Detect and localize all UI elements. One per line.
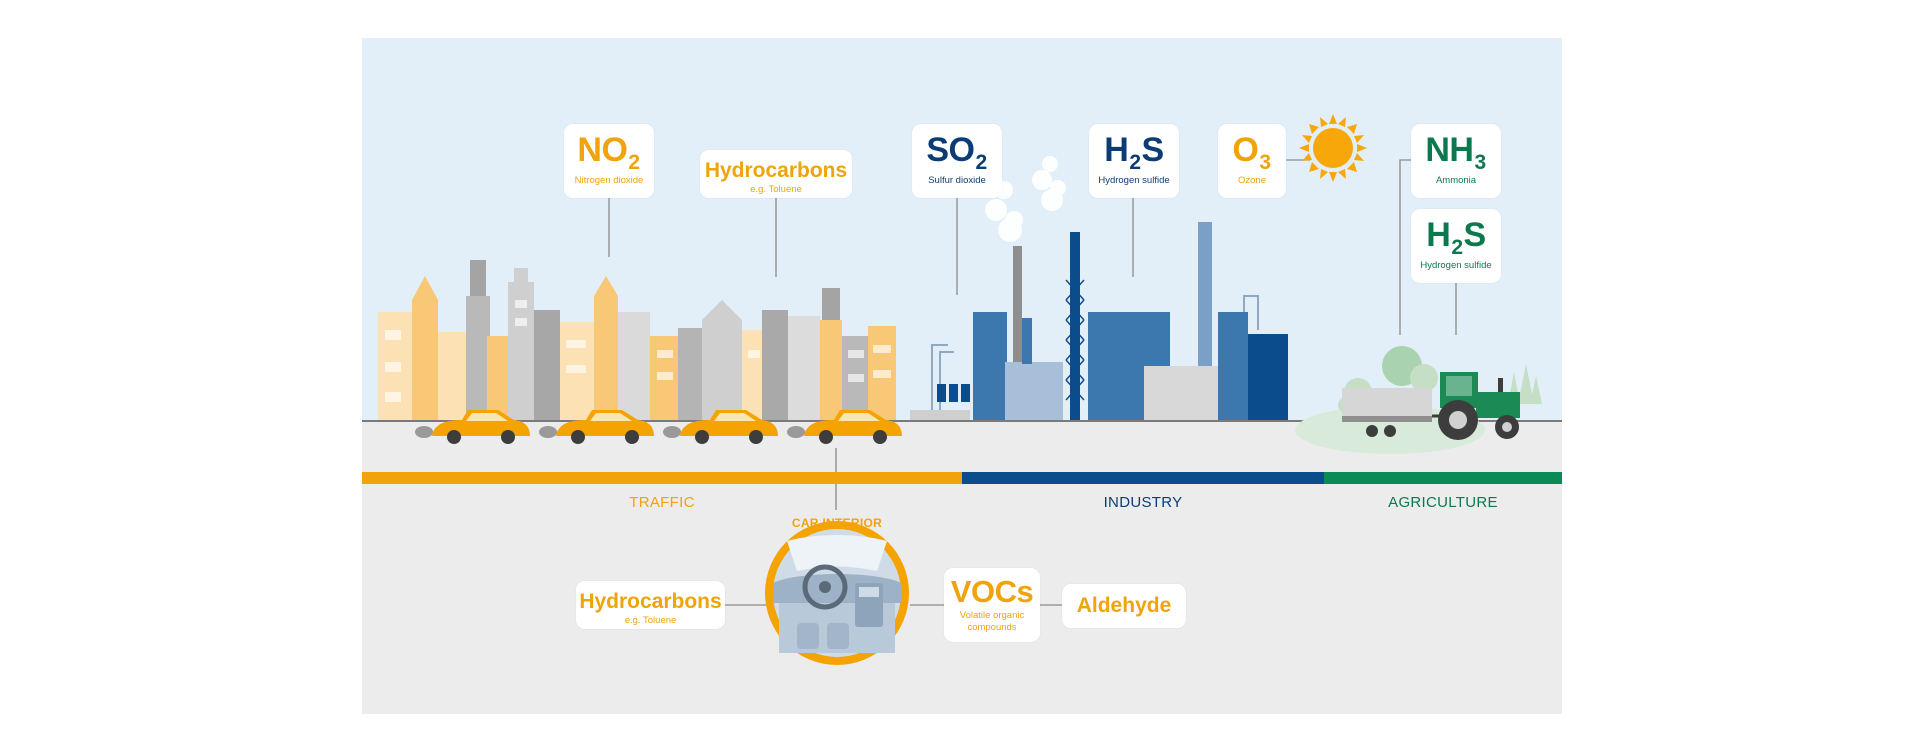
aldehyde-card: Aldehyde [1062,584,1186,628]
hydrocarbons-card: Hydrocarbons e.g. Toluene [700,150,852,198]
vocs-card: VOCs Volatile organic compounds [944,568,1040,642]
hydrocarbons-caption: e.g. Toluene [750,184,802,195]
industry-sector-bar [962,472,1324,484]
so2-caption: Sulfur dioxide [928,175,986,186]
connector-lines [608,159,1457,606]
agriculture-sector-bar [1324,472,1562,484]
tractor-icon [1295,346,1542,454]
h2s-industry-card: H2S Hydrogen sulfide [1089,124,1179,198]
aldehyde-name: Aldehyde [1076,594,1172,617]
agriculture-label: AGRICULTURE [1388,494,1498,511]
vocs-caption-line2: compounds [967,622,1017,633]
h2s-agriculture-formula: H2S [1426,216,1486,259]
interior-hydrocarbons-card: Hydrocarbons e.g. Toluene [576,581,725,629]
traffic-sector-bar [362,472,962,484]
interior-hydrocarbons-caption: e.g. Toluene [624,615,677,626]
car-dashboard-icon [765,521,909,665]
vocs-caption-line1: Volatile organic [959,610,1025,621]
o3-caption: Ozone [1238,175,1266,186]
nh3-caption: Ammonia [1435,175,1477,186]
no2-card: NO2 Nitrogen dioxide [564,124,654,198]
nh3-card: NH3 Ammonia [1411,124,1501,198]
so2-formula: SO2 [926,131,987,174]
city-skyline [378,260,896,420]
no2-formula: NO2 [577,131,640,174]
nh3-formula: NH3 [1425,131,1486,174]
car-interior-label: CAR INTERIOR [791,516,883,530]
interior-hydrocarbons-name: Hydrocarbons [579,590,722,613]
h2s-agriculture-caption: Hydrogen sulfide [1420,260,1492,271]
sun-icon [1299,114,1367,182]
o3-formula: O3 [1232,131,1271,174]
h2s-industry-formula: H2S [1104,131,1164,174]
no2-caption: Nitrogen dioxide [574,175,644,186]
hydrocarbons-name: Hydrocarbons [704,159,848,182]
industry-label: INDUSTRY [1103,494,1183,511]
traffic-label: TRAFFIC [629,494,695,511]
vocs-name: VOCs [950,574,1034,609]
car-icon [415,410,902,444]
h2s-agriculture-card: H2S Hydrogen sulfide [1411,209,1501,283]
o3-card: O3 Ozone [1218,124,1286,198]
h2s-industry-caption: Hydrogen sulfide [1098,175,1170,186]
ground-background [362,420,1562,714]
so2-card: SO2 Sulfur dioxide [912,124,1002,198]
